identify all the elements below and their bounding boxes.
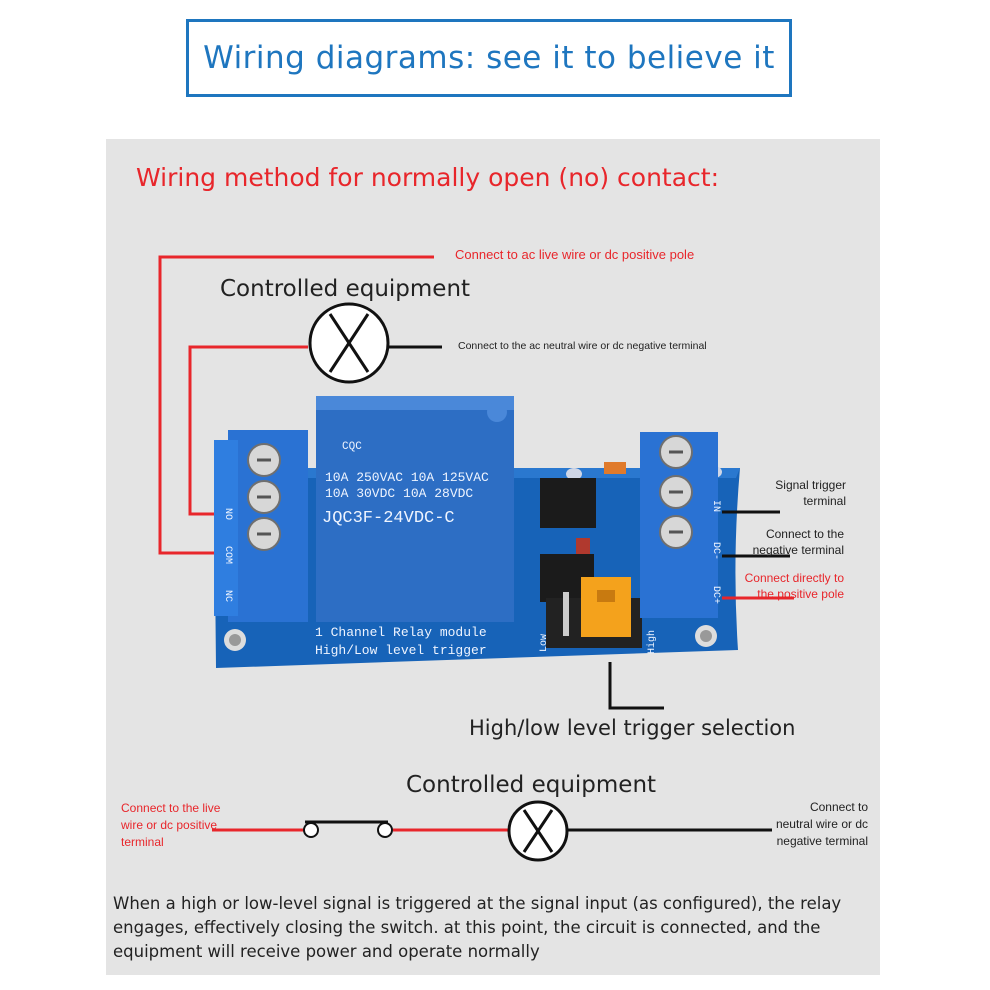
wiring-method-heading: Wiring method for normally open (no) con… <box>136 163 720 192</box>
trigger-selection-pointer <box>608 662 664 710</box>
relay-rating-line1: 10A 250VAC 10A 125VAC <box>325 470 489 485</box>
switch-contact-left <box>303 822 319 838</box>
banner-title: Wiring diagrams: see it to believe it <box>203 40 775 76</box>
terminal-label-nc: NC <box>222 590 233 602</box>
label-ac-live: Connect to ac live wire or dc positive p… <box>455 247 695 262</box>
relay-cert-mark: CQC <box>342 441 362 453</box>
board-line2: High/Low level trigger <box>315 643 487 658</box>
lamp-icon-bottom <box>507 800 569 862</box>
label-signal-trigger: Signal trigger terminal <box>775 478 846 508</box>
label-ac-neutral: Connect to the ac neutral wire or dc neg… <box>458 340 707 352</box>
live-wire <box>158 255 434 555</box>
terminal-label-no: NO <box>222 508 233 520</box>
terminal-label-dc-plus: DC+ <box>710 586 721 604</box>
label-controlled-equipment-top: Controlled equipment <box>220 276 471 302</box>
label-live-bottom: Connect to the live wire or dc positive … <box>121 801 221 849</box>
label-positive-pole: Connect directly to the positive pole <box>744 571 844 601</box>
label-controlled-equipment-bottom: Controlled equipment <box>406 772 657 798</box>
jumper-label-low: Low <box>539 634 550 652</box>
banner: Wiring diagrams: see it to believe it <box>186 19 792 97</box>
lamp-to-no-wire <box>188 345 308 516</box>
jumper-label-high: High <box>646 630 658 654</box>
terminal-label-dc-minus: DC- <box>710 542 721 560</box>
relay-rating-line2: 10A 30VDC 10A 28VDC <box>325 486 473 501</box>
description-text: When a high or low-level signal is trigg… <box>113 894 842 961</box>
label-negative-terminal: Connect to the negative terminal <box>752 527 844 557</box>
board-line1: 1 Channel Relay module <box>315 625 487 640</box>
banner-frame <box>186 19 792 97</box>
lamp-icon-top <box>308 302 390 384</box>
relay-model: JQC3F-24VDC-C <box>322 509 455 528</box>
label-trigger-selection: High/low level trigger selection <box>469 716 796 740</box>
switch-contact-right <box>377 822 393 838</box>
terminal-label-com: COM <box>222 546 233 564</box>
label-neutral-bottom: Connect to neutral wire or dc negative t… <box>775 800 868 848</box>
relay-module <box>214 396 740 668</box>
bottom-schematic <box>212 820 772 832</box>
terminal-label-in: IN <box>710 500 721 512</box>
